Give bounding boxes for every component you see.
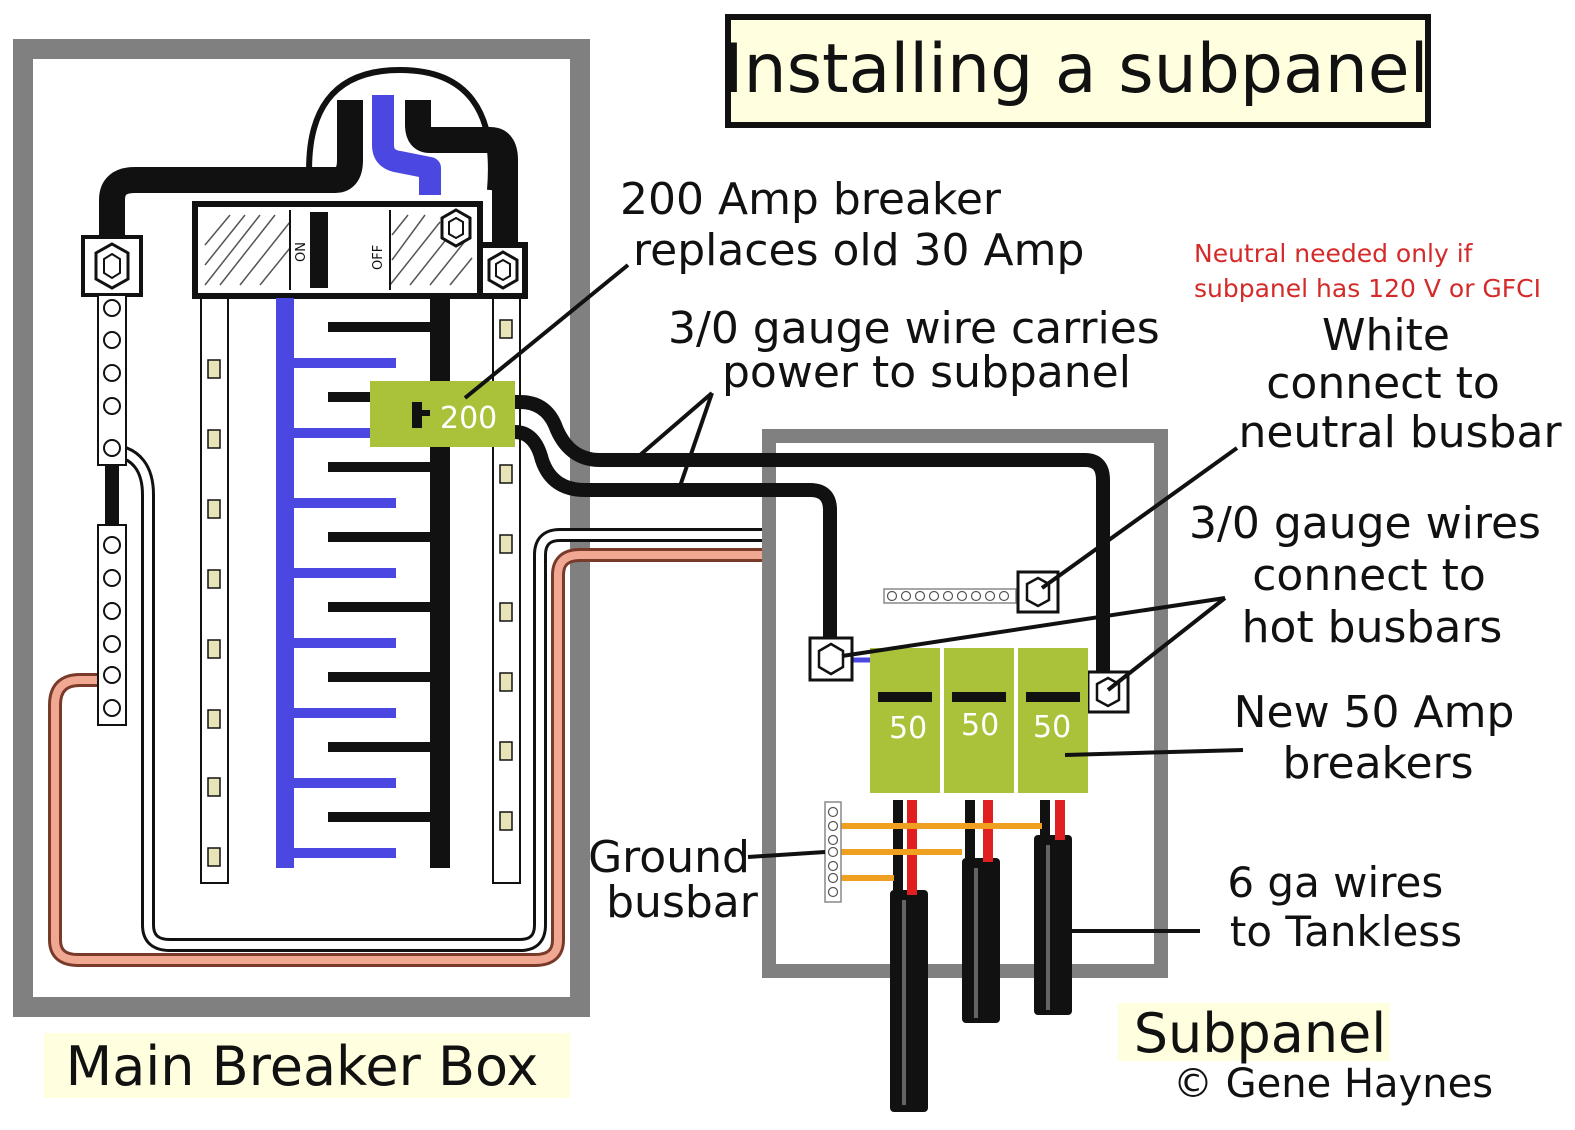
lug-icon	[440, 208, 472, 248]
breakers-50-amp: 50 50 50	[870, 648, 1088, 793]
breaker-50-label: 50	[889, 711, 927, 746]
neutral-note: Neutral needed only if subpanel has 120 …	[1194, 239, 1541, 303]
breaker-200-caption-line1: 200 Amp breaker	[620, 174, 1002, 225]
new-breakers-caption-line1: New 50 Amp	[1234, 687, 1515, 738]
feeder-hot-wires	[500, 395, 1110, 680]
neutral-note-line2: subpanel has 120 V or GFCI	[1194, 274, 1541, 303]
subpanel-label-text: Subpanel	[1134, 1002, 1387, 1065]
tankless-caption-line2: to Tankless	[1230, 907, 1462, 956]
breaker-50-label: 50	[961, 708, 999, 743]
lug-icon	[487, 250, 519, 290]
hot-caption-line3: hot busbars	[1242, 602, 1503, 653]
tankless-caption-line1: 6 ga wires	[1227, 858, 1443, 907]
subpanel-ground-busbar	[824, 801, 1042, 903]
breaker-200-amp: 200	[370, 381, 515, 447]
feeder-wire-caption-line1: 3/0 gauge wire carries	[668, 303, 1160, 354]
ground-caption-line2: busbar	[606, 877, 759, 928]
new-breakers-caption: New 50 Amp breakers	[1234, 687, 1529, 789]
main-breaker: ON OFF	[192, 201, 528, 299]
white-neutral-caption: White connect to neutral busbar	[1238, 310, 1562, 458]
breaker-50-amp: 50	[870, 648, 940, 793]
breaker-50-amp: 50	[944, 648, 1014, 793]
tankless-cables	[890, 800, 1072, 1112]
breaker-200-caption: 200 Amp breaker replaces old 30 Amp	[620, 174, 1084, 276]
subpanel-label: Subpanel	[1118, 1002, 1390, 1065]
breaker-50-amp: 50	[1018, 648, 1088, 793]
main-neutral-busbar	[81, 235, 143, 726]
main-box-label-text: Main Breaker Box	[66, 1035, 539, 1098]
main-breaker-on-label: ON	[294, 242, 309, 262]
white-caption-line1: White	[1322, 310, 1450, 361]
feeder-wire-caption: 3/0 gauge wire carries power to subpanel	[668, 303, 1174, 398]
title-box: Installing a subpanel	[723, 14, 1431, 128]
hot-caption-line2: connect to	[1252, 550, 1486, 601]
feeder-wire-caption-line2: power to subpanel	[722, 347, 1131, 398]
breaker-50-label: 50	[1033, 710, 1071, 745]
hot-busbar-caption: 3/0 gauge wires connect to hot busbars	[1189, 498, 1555, 653]
hot-caption-line1: 3/0 gauge wires	[1189, 498, 1541, 549]
main-breaker-off-label: OFF	[371, 245, 386, 270]
leader-lines	[463, 263, 1244, 933]
breaker-200-label: 200	[440, 401, 497, 436]
neutral-note-line1: Neutral needed only if	[1194, 239, 1474, 268]
copyright-text: © Gene Haynes	[1173, 1061, 1493, 1107]
white-caption-line3: neutral busbar	[1238, 407, 1562, 458]
ground-caption-line1: Ground	[588, 832, 750, 883]
main-box-label: Main Breaker Box	[44, 1033, 570, 1098]
breaker-200-caption-line2: replaces old 30 Amp	[633, 225, 1084, 276]
diagram-title: Installing a subpanel	[723, 30, 1428, 109]
new-breakers-caption-line2: breakers	[1282, 738, 1473, 789]
tankless-caption: 6 ga wires to Tankless	[1227, 858, 1462, 956]
service-entry-wires	[99, 66, 518, 250]
ground-busbar-caption: Ground busbar	[588, 832, 764, 928]
white-caption-line2: connect to	[1266, 358, 1500, 409]
